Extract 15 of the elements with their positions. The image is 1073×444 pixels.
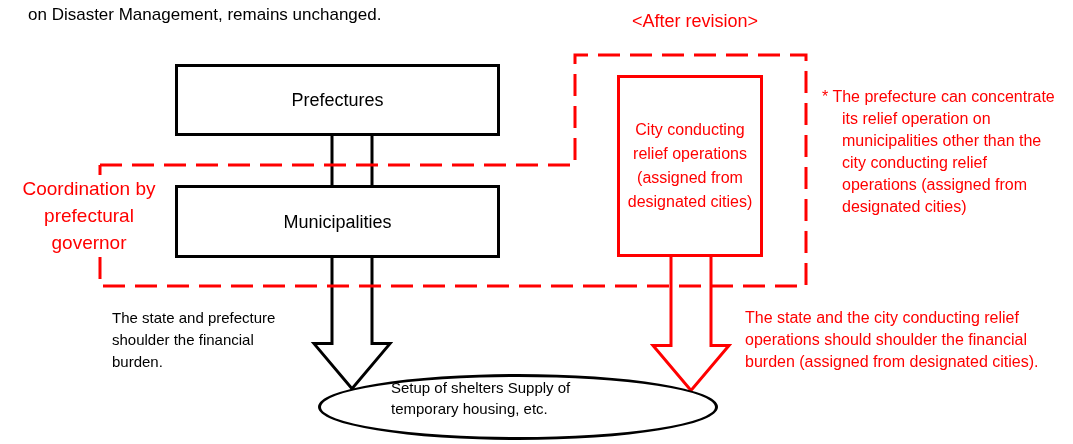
footnote-text: * The prefecture can concentrate its relief operation on municipalities other than the city conducting relief operations (assigned from designated cities) — [822, 87, 1056, 217]
box-label: Municipalities — [282, 210, 393, 233]
ellipse-label: Setup of shelters Supply of temporary housing, etc. — [391, 378, 572, 419]
burden-note: The state and prefecture shoulder the financial burden. — [112, 308, 277, 372]
box-label: Prefectures — [290, 89, 385, 111]
block-arrow — [310, 256, 394, 391]
note-text: on Disaster Management, remains unchanged. — [28, 4, 383, 26]
block-arrow — [649, 255, 733, 393]
process-box — [175, 185, 500, 258]
process-box — [175, 64, 500, 136]
box-label: City conducting relief operations (assigned from designated cities) — [626, 120, 754, 212]
double-line-connector — [330, 134, 374, 187]
city-box — [617, 75, 763, 257]
burden-note: The state and the city conducting relief operations should shoulder the financial burden (assigned from designated cities). — [745, 308, 1040, 372]
revision-heading: <After revision> — [630, 10, 760, 32]
